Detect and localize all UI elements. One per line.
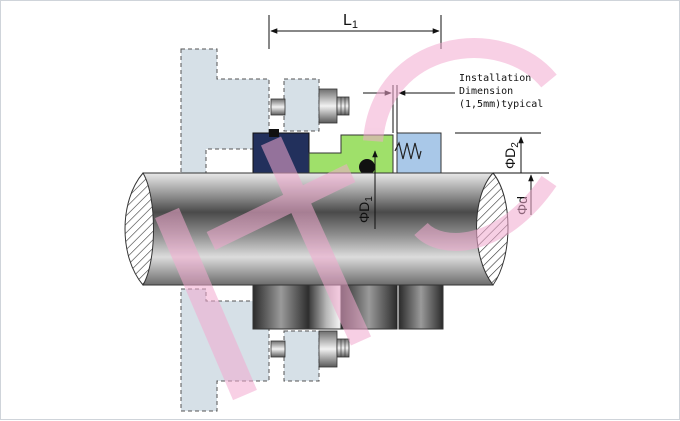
label-l1: L1 (343, 12, 358, 31)
o-ring-seat (269, 129, 279, 137)
installation-label: Installation Dimension (1,5mm)typical (459, 73, 543, 110)
o-ring-rotating (359, 159, 375, 175)
gland-plate-bottom (283, 330, 320, 382)
shaft-end-left (124, 172, 154, 286)
watermark-logo (155, 38, 557, 401)
gland-plate-top (283, 78, 320, 132)
housing-top-outline (180, 48, 270, 174)
bottom-bolt-assembly (270, 330, 350, 368)
top-bolt-assembly (270, 88, 350, 124)
spring-retainer-top (396, 132, 442, 174)
label-phi-d1: ΦD1 (356, 196, 375, 223)
dimension-d2 (455, 132, 541, 173)
label-phi-d2: ΦD2 (502, 142, 521, 169)
spring-coil (394, 141, 422, 160)
